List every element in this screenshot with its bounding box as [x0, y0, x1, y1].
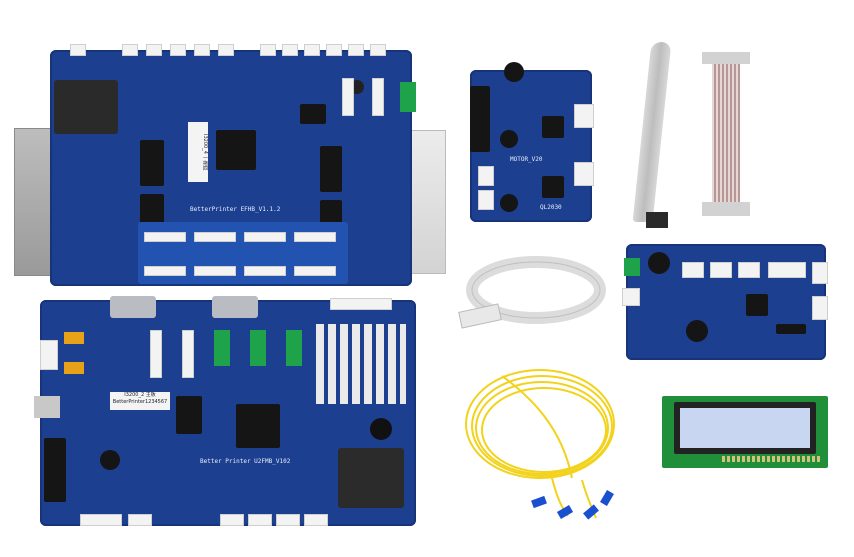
motor-driver-silk-2: QL2030 — [540, 204, 562, 211]
fpga-chip — [216, 130, 256, 170]
usb-port — [34, 396, 60, 418]
lcd-display-module — [662, 396, 828, 468]
main-board-silk-text: Better Printer U2FMB_V102 — [200, 458, 291, 465]
motor-driver-silk: MOTOR_V20 — [510, 156, 543, 163]
head-board-silk-text: BetterPrinter EFHB_V1.1.2 — [190, 206, 281, 213]
main-board-sticker: I3200_2 主板 BetterPrinter1234567 — [110, 392, 170, 410]
fiber-optic-cable — [462, 358, 624, 528]
db9-connector-1 — [110, 296, 156, 318]
head-board-sticker: I3200_4 一拖四 — [188, 122, 208, 182]
rj45-module — [338, 448, 404, 508]
main-processor-chip — [236, 404, 280, 448]
fiber-module — [54, 80, 118, 134]
striped-flat-cable — [702, 52, 750, 218]
main-board-pcb: I3200_2 主板 BetterPrinter1234567 Better P… — [34, 296, 416, 526]
grey-ribbon-cable — [628, 42, 674, 228]
head-board-pcb: I3200_4 一拖四 BetterPrinter EFHB_V1.1.2 — [50, 44, 416, 286]
lcd-screen — [680, 408, 810, 448]
motor-driver-board: MOTOR_V20 QL2030 — [470, 62, 594, 222]
db9-connector-2 — [212, 296, 258, 318]
head-connector-panel — [138, 222, 348, 284]
ffc-flat-cable-coil — [456, 250, 606, 342]
control-panel-board — [622, 244, 828, 360]
buzzer — [370, 418, 392, 440]
mosfet-array — [316, 324, 406, 404]
head-board-assembly: I3200_4 一拖四 BetterPrinter EFHB_V1.1.2 — [14, 40, 446, 286]
